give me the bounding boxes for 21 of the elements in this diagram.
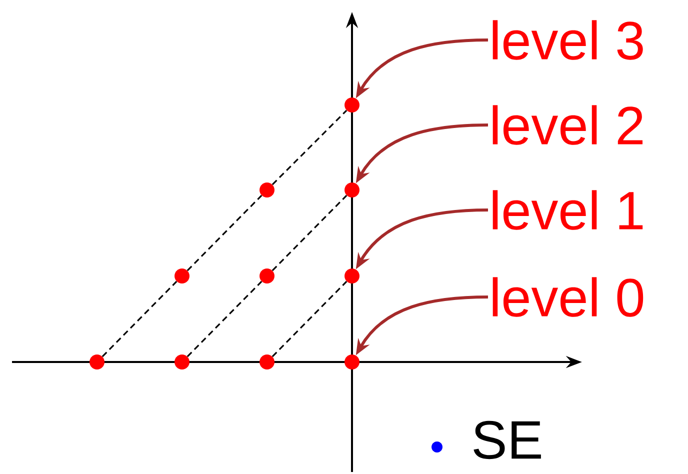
dashed-line bbox=[102, 280, 178, 358]
dashed-line bbox=[272, 280, 348, 358]
point-dot bbox=[174, 354, 190, 370]
legend-text: SE bbox=[474, 420, 541, 460]
dashed-line bbox=[272, 110, 348, 186]
dashed-line bbox=[272, 194, 348, 272]
point-dot bbox=[90, 354, 104, 370]
point-dot bbox=[260, 268, 274, 284]
point-dot bbox=[260, 182, 274, 198]
level-label: level 2 bbox=[492, 105, 642, 145]
point-dot bbox=[344, 182, 360, 198]
level-label: level 0 bbox=[492, 277, 644, 317]
point-dot bbox=[260, 354, 274, 370]
dashed-line bbox=[186, 194, 262, 272]
level-label: level 3 bbox=[492, 20, 643, 60]
point-dot bbox=[344, 354, 360, 370]
point-dot bbox=[344, 98, 360, 112]
point-dot bbox=[174, 268, 190, 284]
level-label: level 1 bbox=[492, 190, 643, 230]
point-dot bbox=[344, 268, 360, 284]
dashed-line bbox=[186, 280, 262, 358]
